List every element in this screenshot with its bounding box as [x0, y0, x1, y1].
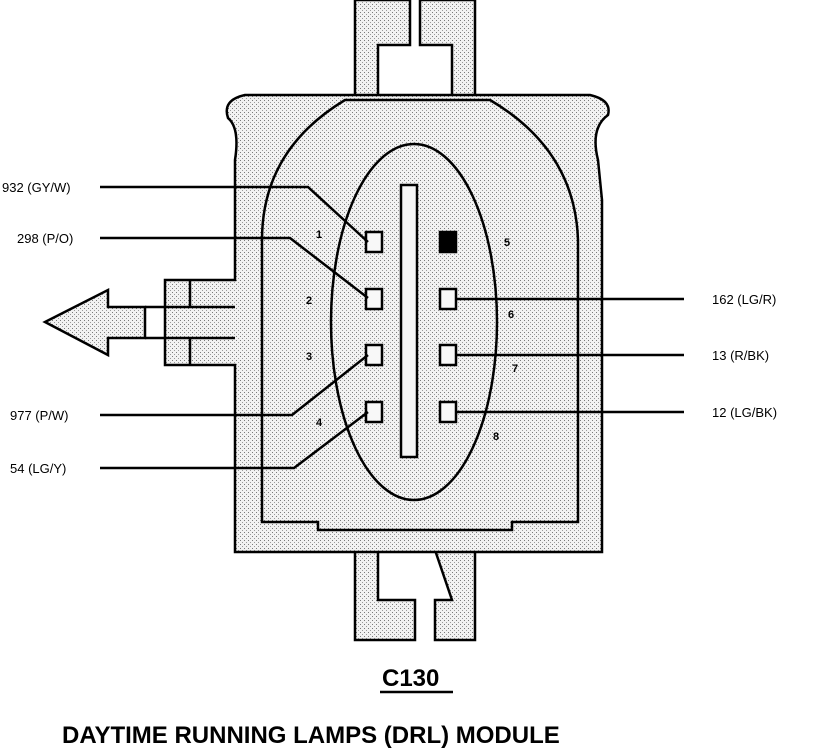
- pin-1-terminal: [364, 230, 384, 254]
- inner-shell: [260, 98, 580, 532]
- diagram-title: DAYTIME RUNNING LAMPS (DRL) MODULE: [62, 722, 560, 749]
- right-leader-lines: [456, 297, 684, 414]
- pin-8-terminal: [438, 400, 458, 424]
- pin-number-7: 7: [512, 363, 518, 375]
- pin-6-terminal: [438, 287, 458, 311]
- wire-932-line: [100, 185, 369, 243]
- top-latch: [353, 0, 477, 102]
- wire-label-162: 162 (LG/R): [712, 292, 776, 307]
- bottom-latch: [353, 548, 477, 642]
- left-leader-lines: [100, 185, 369, 470]
- pin-5-terminal-plugged: [438, 230, 458, 254]
- wire-label-298: 298 (P/O): [17, 231, 73, 246]
- pin-number-6: 6: [508, 309, 514, 321]
- wire-977-line: [100, 354, 369, 417]
- terminals: [364, 230, 458, 424]
- wire-label-13: 13 (R/BK): [712, 348, 769, 363]
- pin-7-terminal: [438, 343, 458, 367]
- wire-label-12: 12 (LG/BK): [712, 405, 777, 420]
- pin-number-4: 4: [316, 417, 323, 429]
- arrow-left-icon: [42, 287, 147, 358]
- pin-number-5: 5: [504, 237, 510, 249]
- arrow-connector-lines: [145, 280, 235, 365]
- wire-label-54: 54 (LG/Y): [10, 461, 66, 476]
- pin-number-3: 3: [306, 351, 312, 363]
- pin-4-terminal: [364, 400, 384, 424]
- wire-label-977: 977 (P/W): [10, 408, 69, 423]
- wire-54-line: [100, 411, 369, 470]
- center-key: [399, 183, 419, 459]
- pin-number-2: 2: [306, 295, 312, 307]
- wire-298-line: [100, 236, 369, 299]
- pin-2-terminal: [364, 287, 384, 311]
- wire-label-932: 932 (GY/W): [2, 180, 71, 195]
- pin-number-1: 1: [316, 229, 322, 241]
- pin-number-8: 8: [493, 431, 499, 443]
- connector-id: C130: [382, 665, 439, 692]
- pin-3-terminal: [364, 343, 384, 367]
